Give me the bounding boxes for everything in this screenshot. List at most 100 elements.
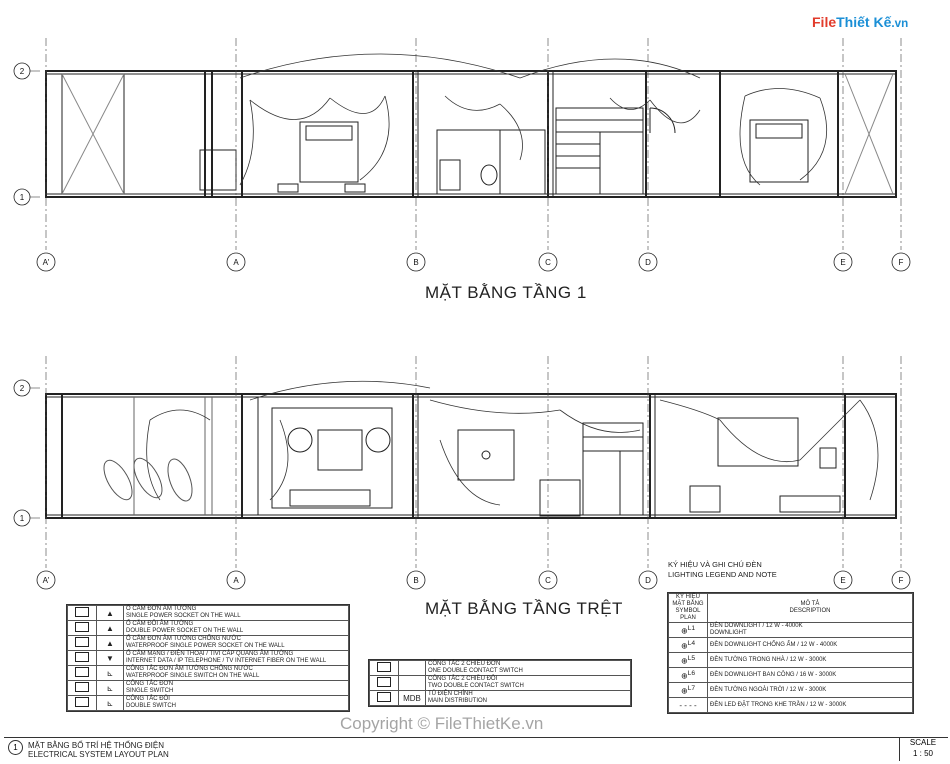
lower-stair (582, 422, 644, 516)
grid-bubble-row (13, 188, 31, 206)
light-desc: ĐÈN LED ĐẶT TRONG KHE TRẦN / 12 W - 3000… (707, 697, 913, 713)
lighting-legend-row: ⊕L7 ĐÈN TƯỜNG NGOÀI TRỜI / 12 W - 3000K (668, 682, 913, 698)
grid-bubble (538, 570, 558, 590)
light-desc: ĐÈN TƯỜNG NGOÀI TRỜI / 12 W - 3000K (707, 682, 913, 698)
switch-symbol-icon (369, 675, 399, 691)
light-symbol-icon: ⊕L1 (668, 622, 708, 638)
socket-plan-icon: ⊾ (96, 665, 124, 681)
title-block-vn: MẶT BẰNG BỐ TRÍ HỆ THỐNG ĐIỆN (28, 741, 165, 750)
grid-bubble-label: C (545, 576, 551, 585)
switch-plan-icon (398, 675, 426, 691)
grid-bubble (891, 252, 911, 272)
grid-bubble-row-label: 1 (20, 193, 25, 202)
grid-bubble (538, 252, 558, 272)
lighting-legend-row: ⊕L6 ĐÈN DOWNLIGHT BAN CÔNG / 16 W - 3000… (668, 667, 913, 683)
socket-legend-row: ▼ Ổ CẮM MẠNG / ĐIỆN THOẠI / TIVI CÁP QUA… (67, 650, 349, 666)
socket-symbol-icon (67, 605, 97, 621)
socket-desc: Ổ CẮM MẠNG / ĐIỆN THOẠI / TIVI CÁP QUANG… (123, 650, 349, 666)
grid-bubble-label: B (413, 258, 418, 267)
grid-bubble-label: E (840, 258, 845, 267)
lighting-header-description: MÔ TẢ DESCRIPTION (707, 593, 913, 623)
light-symbol-icon: ⊕L4 (668, 637, 708, 653)
grid-bubble-label: D (645, 576, 651, 585)
upper-stair-void (61, 73, 125, 195)
socket-symbol-icon (67, 680, 97, 696)
grid-bubble-row (13, 379, 31, 397)
lighting-legend-table: KÝ HIỆU MẶT BẰNG SYMBOL PLAN MÔ TẢ DESCR… (667, 592, 914, 714)
lower-dining-table (457, 429, 515, 481)
lighting-legend-row: - - - - ĐÈN LED ĐẶT TRONG KHE TRẦN / 12 … (668, 697, 913, 713)
socket-plan-icon: ▲ (96, 605, 124, 621)
lower-plan-title: MẶT BẰNG TẦNG TRỆT (425, 599, 623, 618)
socket-symbol-icon (67, 635, 97, 651)
switch-symbol-icon (369, 660, 399, 676)
grid-bubble (833, 252, 853, 272)
lighting-legend-row: ⊕L5 ĐÈN TƯỜNG TRONG NHÀ / 12 W - 3000K (668, 652, 913, 668)
socket-symbol-icon (67, 650, 97, 666)
lower-living-room (271, 407, 393, 509)
socket-plan-icon: ⊾ (96, 680, 124, 696)
grid-bubble (406, 252, 426, 272)
grid-bubble-label: A (233, 258, 239, 267)
title-block: MẶT BẰNG BỐ TRÍ HỆ THỐNG ĐIỆN ELECTRICAL… (4, 737, 948, 762)
grid-bubble-label: A (233, 576, 239, 585)
socket-plan-icon: ▲ (96, 620, 124, 636)
grid-bubble-label: E (840, 576, 845, 585)
grid-bubble (36, 570, 56, 590)
scale-box: SCALE 1 : 50 (899, 737, 946, 761)
lower-kitchen-island (717, 417, 799, 467)
light-symbol-icon: ⊕L5 (668, 652, 708, 668)
switch-plan-icon (398, 660, 426, 676)
grid-bubble-label: C (545, 258, 551, 267)
socket-symbol-icon (67, 695, 97, 711)
switch-plan-icon: MDB (398, 690, 426, 706)
filethietke-logo: FileThiết Kế.vn (812, 14, 909, 30)
socket-symbol-icon (67, 665, 97, 681)
socket-plan-icon: ⊾ (96, 695, 124, 711)
grid-bubble-label: A' (43, 576, 50, 585)
grid-bubble-label: F (899, 258, 904, 267)
upper-bathroom (436, 129, 546, 195)
upper-plan-outer-wall (45, 70, 897, 198)
lower-plan-outer-wall (45, 393, 897, 519)
light-symbol-icon: ⊕L7 (668, 682, 708, 698)
light-symbol-icon: - - - - (668, 697, 708, 713)
upper-bed-2 (749, 119, 809, 183)
light-desc: ĐÈN DOWNLIGHT CHỐNG ẨM / 12 W - 4000K (707, 637, 913, 653)
sheet-number: 1 (8, 740, 23, 755)
lighting-legend-title: KÝ HIỆU VÀ GHI CHÚ ĐÈN LIGHTING LEGEND A… (668, 560, 777, 579)
socket-plan-icon: ▲ (96, 635, 124, 651)
switch-symbol-icon (369, 690, 399, 706)
grid-bubble (833, 570, 853, 590)
grid-bubble-label: D (645, 258, 651, 267)
grid-bubble (406, 570, 426, 590)
socket-plan-icon: ▼ (96, 650, 124, 666)
grid-bubble-row-label: 2 (20, 67, 25, 76)
grid-bubble-row-label: 2 (20, 384, 25, 393)
grid-bubble (638, 252, 658, 272)
lighting-legend-row: ⊕L4 ĐÈN DOWNLIGHT CHỐNG ẨM / 12 W - 4000… (668, 637, 913, 653)
grid-bubble-label: B (413, 576, 418, 585)
title-block-en: ELECTRICAL SYSTEM LAYOUT PLAN (28, 750, 169, 759)
lighting-header-symbol: KÝ HIỆU MẶT BẰNG SYMBOL PLAN (668, 593, 708, 623)
grid-bubble-row-label: 1 (20, 514, 25, 523)
grid-bubble-label: F (899, 576, 904, 585)
socket-symbol-icon (67, 620, 97, 636)
